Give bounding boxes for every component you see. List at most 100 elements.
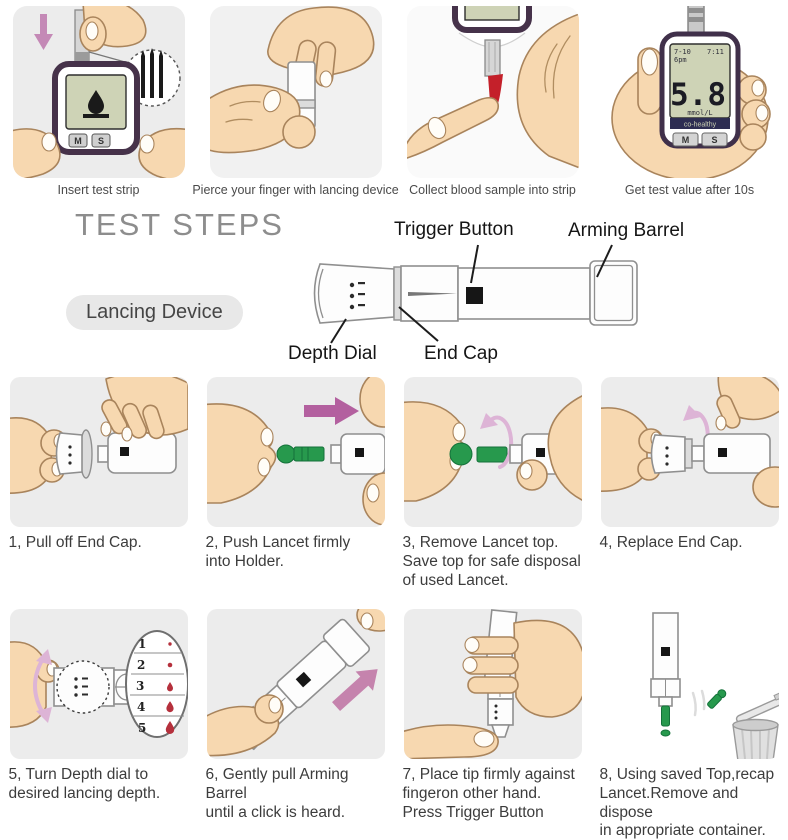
glucose-meter: M S: [51, 61, 140, 155]
meter-s-button: S: [711, 135, 717, 145]
trigger-button-shape: [466, 287, 483, 304]
hand-top: [461, 619, 582, 718]
illustration-step-4: [600, 377, 779, 527]
step-6: 6, Gently pull Arming Barrel until a cli…: [197, 595, 394, 840]
step-3-drawing: [403, 395, 582, 502]
top-step-caption: Collect blood sample into strip: [409, 183, 576, 197]
meter-time: 7:11: [707, 48, 724, 56]
step-6-drawing: [206, 608, 385, 757]
step-2: 2, Push Lancet firmly into Holder.: [197, 371, 394, 591]
lancing-steps-row-2: 1 2 3 4 5: [0, 591, 788, 840]
depth-level: 5: [138, 721, 146, 735]
hand-left: [9, 640, 60, 728]
end-cap-label: End Cap: [424, 343, 498, 364]
step-caption: 4, Replace End Cap.: [599, 534, 743, 551]
lancing-device-outline: [313, 260, 638, 326]
hand-right: [515, 395, 582, 501]
usage-panel-pierce-finger: Pierce your finger with lancing device: [192, 6, 399, 197]
lancet-body: [476, 446, 507, 463]
finger: [406, 96, 499, 159]
step-caption: 3, Remove Lancet top. Save top for safe …: [402, 534, 581, 589]
end-cap: [650, 434, 693, 474]
hand-right: [137, 127, 185, 178]
step-5-drawing: 1 2 3 4 5: [9, 629, 188, 738]
step-caption: 1, Pull off End Cap.: [8, 534, 142, 551]
depth-level: 1: [138, 637, 146, 651]
lancing-device: [649, 611, 681, 737]
hand-left: [206, 403, 276, 504]
turn-arrow-icon: [32, 648, 52, 723]
step-4: 4, Replace End Cap.: [591, 371, 788, 591]
step-4-drawing: [600, 377, 779, 508]
step-7: 7, Place tip firmly against fingeron oth…: [394, 595, 591, 840]
label-leader-lines: [330, 244, 613, 344]
meter-m-button: M: [681, 135, 689, 145]
step-1: 1, Pull off End Cap.: [0, 371, 197, 591]
hand-right: [358, 377, 385, 526]
step-caption: 8, Using saved Top,recap Lancet.Remove a…: [599, 765, 775, 840]
usage-panel-get-value: 7-10 6pm 7:11 5.8 mmol/L co-healthy M S …: [591, 6, 788, 197]
step-7-drawing: [403, 608, 582, 759]
depth-dial-marks: [349, 282, 365, 310]
get-value-drawing: 7-10 6pm 7:11 5.8 mmol/L co-healthy M S: [610, 6, 771, 178]
pierce-finger-drawing: [209, 6, 374, 154]
finger-top: [355, 608, 385, 632]
step-caption: 6, Gently pull Arming Barrel until a cli…: [205, 765, 349, 821]
step-8-drawing: [649, 611, 779, 759]
step-caption: 5, Turn Depth dial to desired lancing de…: [8, 765, 161, 802]
meter-value: 5.8: [670, 77, 726, 113]
used-lancet: [706, 688, 726, 709]
hand-right: [99, 377, 188, 442]
step-2-drawing: [206, 377, 385, 526]
hand-top: [266, 6, 374, 88]
illustration-step-2: [206, 377, 385, 527]
step-caption: 7, Place tip firmly against fingeron oth…: [402, 765, 575, 821]
section-title: TEST STEPS: [75, 207, 284, 242]
depth-level: 4: [137, 700, 145, 714]
disposal-container: [731, 691, 779, 759]
rotate-arrow-icon: [479, 413, 513, 469]
illustration-step-6: [206, 608, 385, 759]
down-arrow-icon: [33, 14, 53, 50]
step-1-drawing: [9, 377, 188, 494]
lancing-device-diagram: [313, 244, 638, 344]
illustration-get-value: 7-10 6pm 7:11 5.8 mmol/L co-healthy M S: [603, 6, 776, 178]
meter-s-button: S: [97, 136, 103, 146]
arming-barrel-label: Arming Barrel: [568, 220, 685, 241]
device-body: [690, 433, 771, 474]
usage-panel-collect-blood: Collect blood sample into strip: [394, 6, 591, 197]
lancing-device-label: Lancing Device: [66, 295, 243, 330]
test-strip: [483, 39, 501, 77]
illustration-step-8: [600, 608, 779, 759]
test-steps-section: TEST STEPS Lancing Device Trigger Button…: [0, 197, 788, 367]
depth-level: 2: [137, 658, 145, 672]
hand-left: [12, 128, 61, 178]
meter-m-button: M: [74, 136, 82, 146]
container-lid: [735, 691, 779, 723]
illustration-step-1: [9, 377, 188, 527]
illustration-step-7: [403, 608, 582, 759]
meter-unit: mmol/L: [687, 109, 712, 117]
top-step-caption: Get test value after 10s: [624, 183, 755, 197]
lancet-top: [449, 442, 472, 466]
collect-blood-drawing: [406, 6, 579, 169]
illustration-step-3: [403, 377, 582, 527]
meter-ampm: 6pm: [674, 56, 687, 64]
arrow-right-icon: [303, 397, 359, 425]
device-body: [329, 433, 385, 475]
trigger-button-label: Trigger Button: [394, 219, 514, 240]
glucose-meter: 7-10 6pm 7:11 5.8 mmol/L co-healthy M S: [659, 31, 740, 149]
usage-panels-row: M S Insert test strip: [0, 0, 788, 197]
step-3: 3, Remove Lancet top. Save top for safe …: [394, 371, 591, 591]
depth-scale-magnifier: 1 2 3 4 5: [124, 629, 188, 738]
illustration-collect-blood: [406, 6, 579, 178]
step-5: 1 2 3 4 5: [0, 595, 197, 840]
usage-panel-insert-strip: M S Insert test strip: [0, 6, 197, 197]
hand-bottom: [206, 693, 284, 757]
top-step-caption: Pierce your finger with lancing device: [192, 183, 399, 197]
lancing-steps-row-1: 1, Pull off End Cap.: [0, 367, 788, 591]
illustration-pierce-finger: [209, 6, 382, 178]
step-caption: 2, Push Lancet firmly into Holder.: [205, 534, 351, 570]
hand-bottom: [209, 84, 316, 154]
